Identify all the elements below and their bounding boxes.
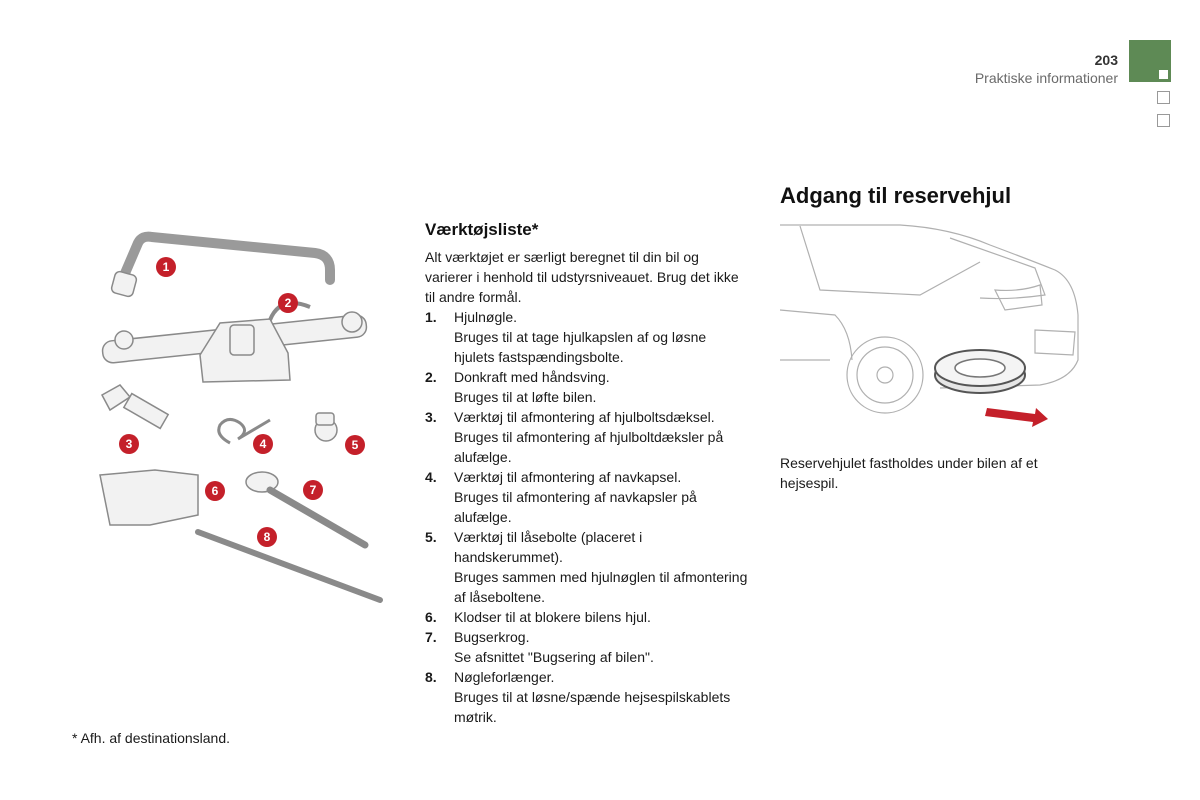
wheel-chock-drawing bbox=[99, 469, 199, 526]
callout-circle bbox=[257, 527, 277, 547]
tool-list-item-number: 5. bbox=[425, 529, 437, 545]
page-number: 203 bbox=[1094, 52, 1118, 68]
callout-label: 8 bbox=[264, 530, 271, 544]
callout-circle bbox=[253, 434, 273, 454]
tool-list-item: 8. Nøgleforlænger. Bruges til at løsne/spæ… bbox=[425, 667, 750, 727]
callout-circle bbox=[303, 480, 323, 500]
tool-list-heading: Værktøjsliste* bbox=[425, 220, 539, 239]
tool-list-item-number: 4. bbox=[425, 469, 437, 485]
callout-label: 4 bbox=[260, 437, 267, 451]
tool-list-intro: Alt værktøjet er særligt beregnet til di… bbox=[425, 249, 739, 305]
callout-label: 6 bbox=[212, 484, 219, 498]
tool-list-item: 1. Hjulnøgle. Bruges til at tage hjulkapsl… bbox=[425, 307, 750, 367]
tool-list-item: 7. Bugserkrog. Se afsnittet "Bugsering af … bbox=[425, 627, 750, 667]
callout-circle bbox=[119, 434, 139, 454]
spare-wheel-text: Reservehjulet fastholdes under bilen af … bbox=[780, 455, 1038, 491]
callout-circle bbox=[205, 481, 225, 501]
tool-list-item: 6. Klodser til at blokere bilens hjul. bbox=[425, 607, 750, 627]
tool-name: Klodser til at blokere bilens hjul. bbox=[454, 609, 651, 625]
section-tab-box bbox=[1157, 114, 1170, 127]
jack-drawing bbox=[101, 301, 368, 383]
tool-name: Værktøj til afmontering af navkapsel. bbox=[454, 469, 682, 485]
tool-list-item: 4. Værktøj til afmontering af navkapsel. B… bbox=[425, 467, 750, 527]
callout-label: 3 bbox=[126, 437, 133, 451]
callout-label: 7 bbox=[310, 483, 317, 497]
tool-name: Nøgleforlænger. bbox=[454, 669, 555, 685]
tool-list: 1. Hjulnøgle. Bruges til at tage hjulkapsl… bbox=[425, 307, 750, 727]
tool-name: Donkraft med håndsving. bbox=[454, 369, 610, 385]
callout-label: 5 bbox=[352, 438, 359, 452]
tool-description: Bruges til at løsne/spænde hejsespilskab… bbox=[454, 689, 731, 725]
tool-list-item: 3. Værktøj til afmontering af hjulboltsdæ… bbox=[425, 407, 750, 467]
callout-circle bbox=[278, 293, 298, 313]
extension-bar-drawing bbox=[195, 529, 383, 603]
tool-list-item-number: 7. bbox=[425, 629, 437, 645]
section-tab-active bbox=[1129, 40, 1171, 82]
bolt-cover-tool-drawing bbox=[100, 384, 170, 430]
square-icon bbox=[1159, 70, 1168, 79]
spare-wheel-illustration bbox=[780, 224, 1079, 427]
tool-description: Bruges til at tage hjulkapslen af og løs… bbox=[454, 329, 707, 365]
tools-illustration: 1 2 3 4 5 6 7 8 bbox=[99, 231, 383, 603]
spare-wheel-heading: Adgang til reservehjul bbox=[780, 183, 1012, 208]
footnote: * Afh. af destinationsland. bbox=[72, 730, 230, 746]
tool-list-item-number: 2. bbox=[425, 369, 437, 385]
callout-label: 2 bbox=[285, 296, 292, 310]
spare-wheel-drawing bbox=[934, 349, 1026, 394]
direction-arrow-icon bbox=[985, 408, 1048, 427]
wheel-wrench-drawing bbox=[110, 231, 335, 298]
callout-label: 1 bbox=[163, 260, 170, 274]
tool-list-item-number: 1. bbox=[425, 309, 437, 325]
tool-description: Se afsnittet "Bugsering af bilen". bbox=[454, 649, 654, 665]
tool-description: Bruges til at løfte bilen. bbox=[454, 389, 597, 405]
tool-list-item-number: 3. bbox=[425, 409, 437, 425]
tool-description: Bruges til afmontering af hjulboltdæksle… bbox=[454, 429, 724, 465]
tool-name: Værktøj til afmontering af hjulboltsdæks… bbox=[454, 409, 715, 425]
towing-eye-drawing bbox=[245, 471, 369, 549]
tool-list-item: 2. Donkraft med håndsving. Bruges til at l… bbox=[425, 367, 750, 407]
tool-list-item-number: 6. bbox=[425, 609, 437, 625]
section-tab-box bbox=[1157, 91, 1170, 104]
hubcap-tool-drawing bbox=[217, 418, 271, 445]
callouts: 1 2 3 4 5 6 7 8 bbox=[119, 257, 365, 547]
tool-name: Værktøj til låsebolte (placeret i handsk… bbox=[454, 529, 643, 565]
section-title: Praktiske informationer bbox=[974, 70, 1118, 86]
tool-name: Bugserkrog. bbox=[454, 629, 530, 645]
tool-list-item: 5. Værktøj til låsebolte (placeret i hand… bbox=[425, 527, 750, 607]
locking-bolt-tool-drawing bbox=[314, 412, 338, 442]
tool-description: Bruges sammen med hjulnøglen til afmonte… bbox=[454, 569, 748, 605]
tool-description: Bruges til afmontering af navkapsler på … bbox=[454, 489, 697, 525]
callout-circle bbox=[345, 435, 365, 455]
tool-name: Hjulnøgle. bbox=[454, 309, 518, 325]
callout-circle bbox=[156, 257, 176, 277]
tool-list-item-number: 8. bbox=[425, 669, 437, 685]
